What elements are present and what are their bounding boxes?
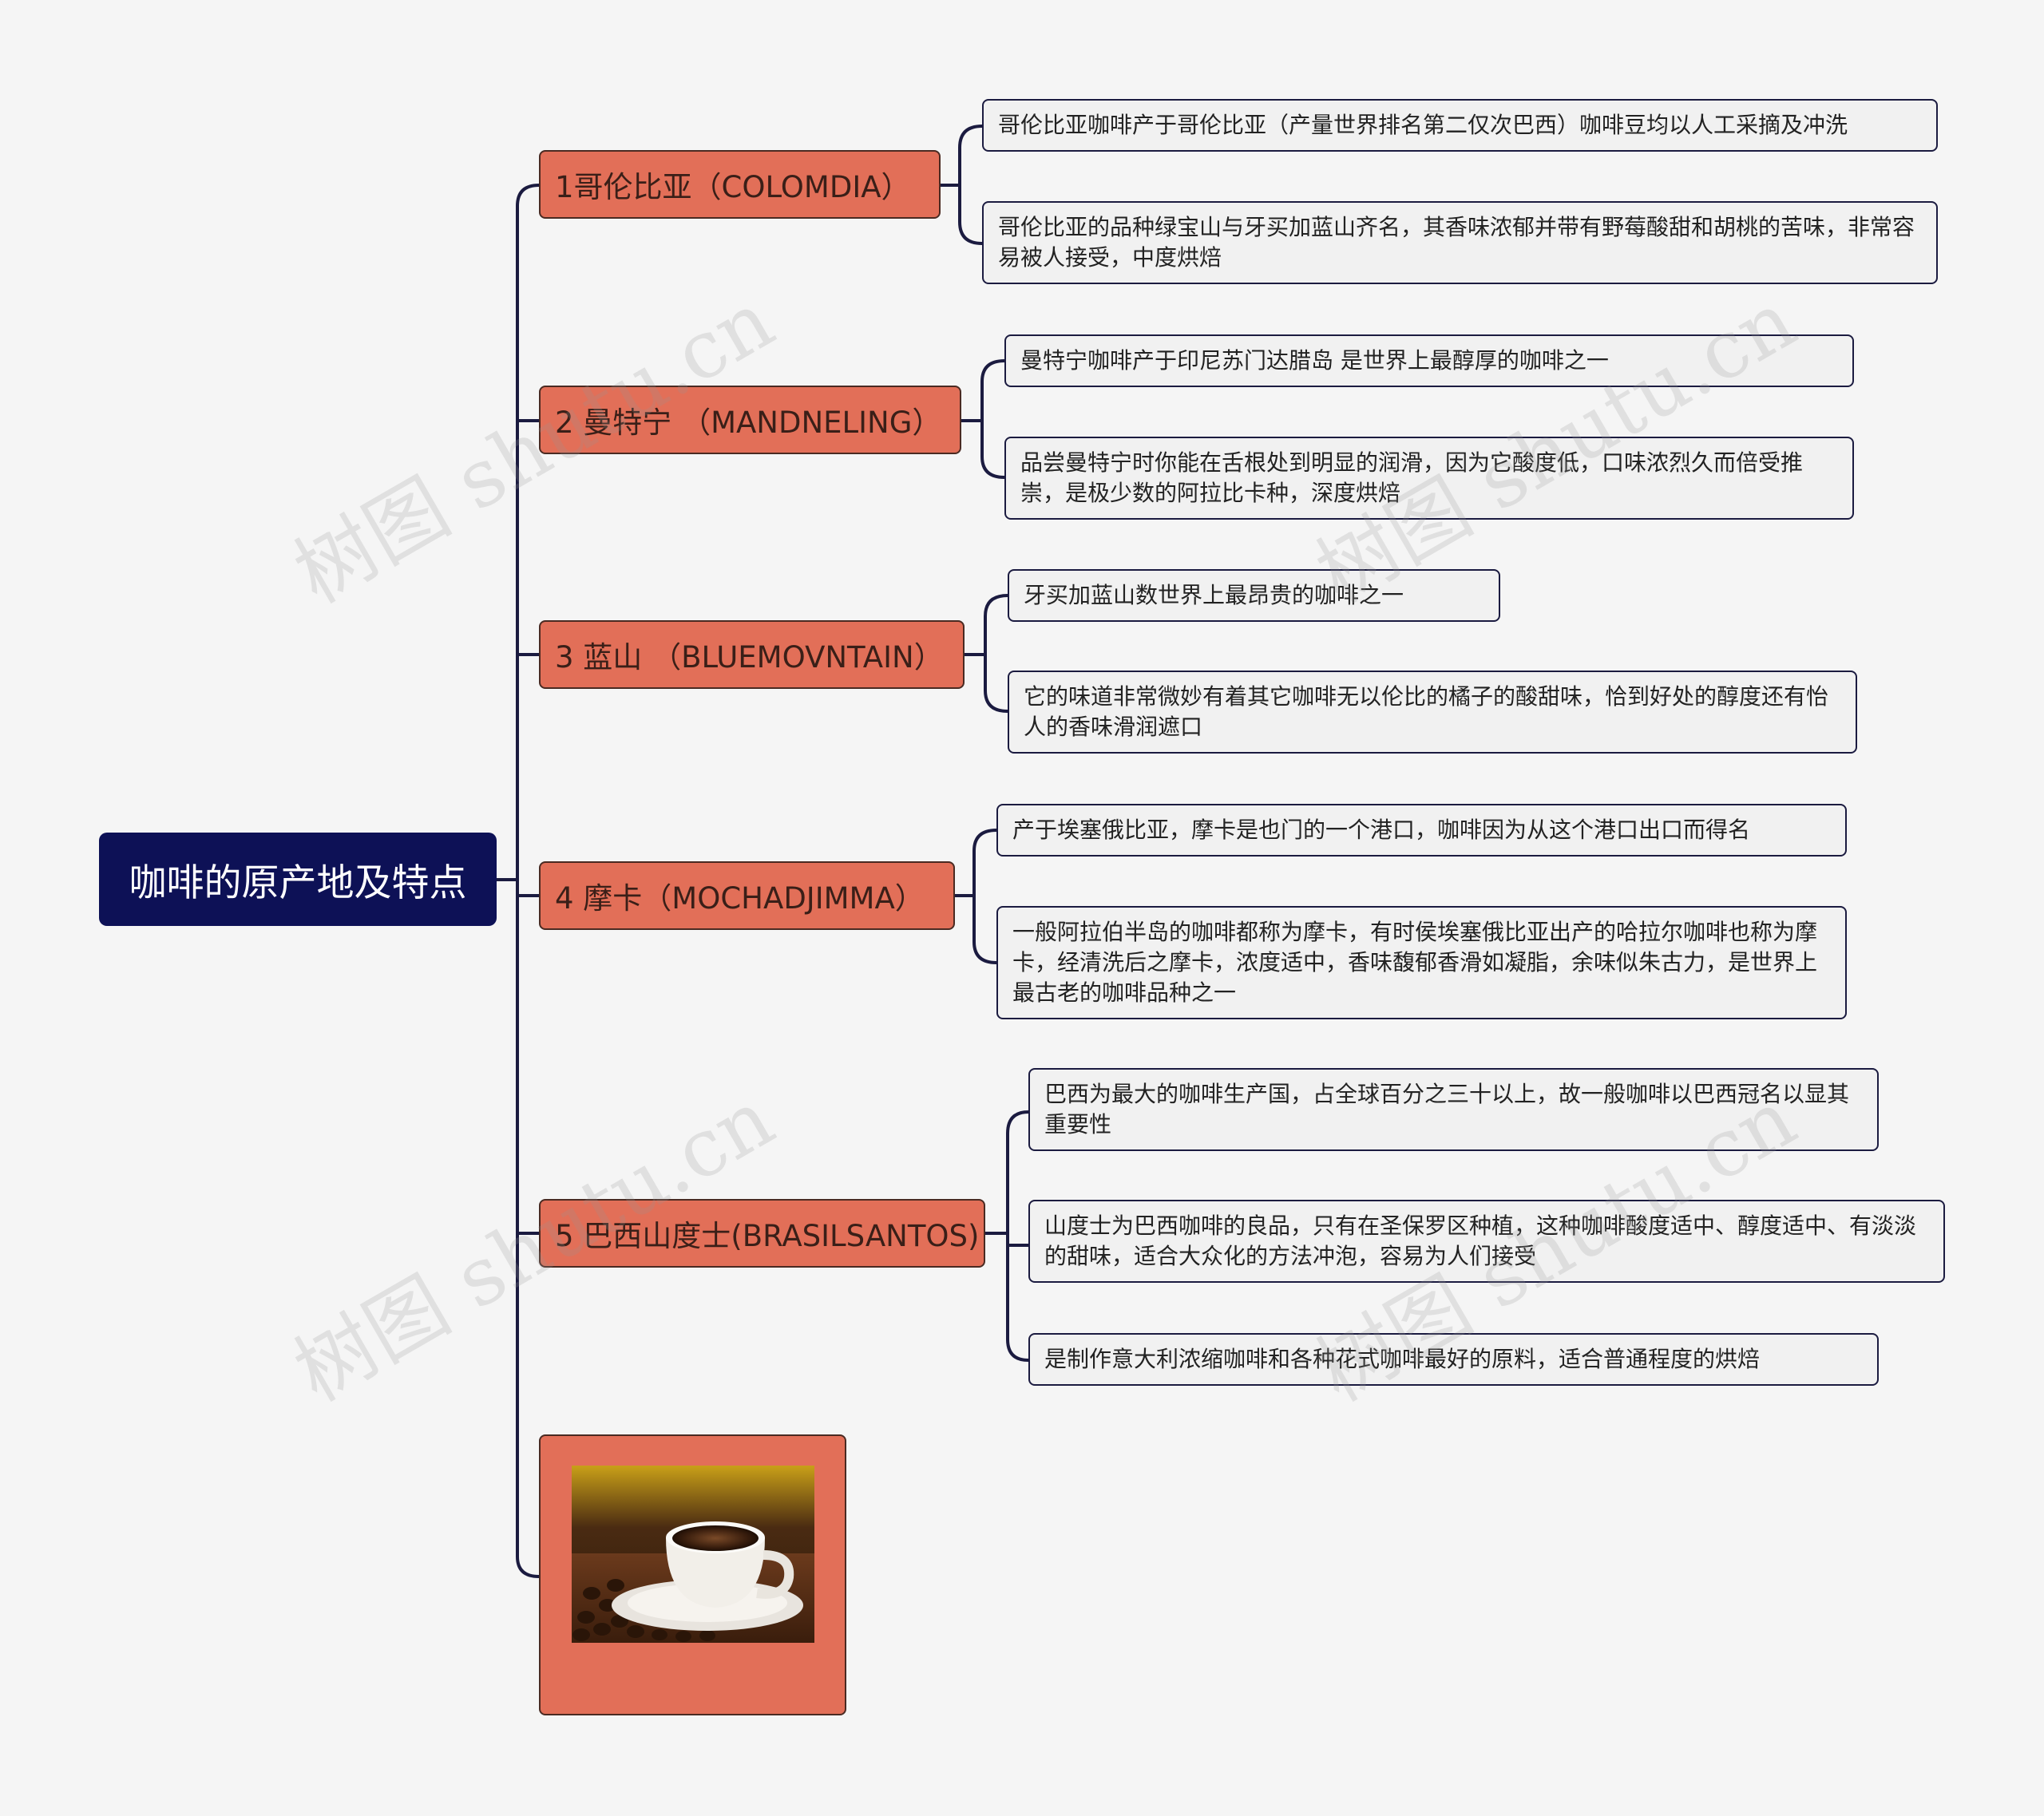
detail-text: 巴西为最大的咖啡生产国，占全球百分之三十以上，故一般咖啡以巴西冠名以显其重要性 — [1044, 1079, 1863, 1140]
branch-mandheling[interactable]: 2 曼特宁 （MANDNELING） — [539, 386, 961, 454]
branch-label: 1哥伦比亚（COLOMDIA） — [555, 163, 911, 206]
detail-colombia-flavor[interactable]: 哥伦比亚的品种绿宝山与牙买加蓝山齐名，其香味浓郁并带有野莓酸甜和胡桃的苦味，非常… — [982, 201, 1938, 284]
detail-brazil-usage[interactable]: 是制作意大利浓缩咖啡和各种花式咖啡最好的原料，适合普通程度的烘焙 — [1028, 1333, 1879, 1386]
detail-brazil-production[interactable]: 巴西为最大的咖啡生产国，占全球百分之三十以上，故一般咖啡以巴西冠名以显其重要性 — [1028, 1068, 1879, 1151]
root-node[interactable]: 咖啡的原产地及特点 — [99, 833, 497, 926]
branch-label: 4 摩卡（MOCHADJIMMA） — [555, 874, 925, 917]
branch-blue-mountain[interactable]: 3 蓝山 （BLUEMOVNTAIN） — [539, 620, 965, 689]
coffee-cup-image — [572, 1466, 814, 1643]
detail-text: 一般阿拉伯半岛的咖啡都称为摩卡，有时侯埃塞俄比亚出产的哈拉尔咖啡也称为摩卡，经清… — [1012, 917, 1831, 1008]
detail-text: 哥伦比亚咖啡产于哥伦比亚（产量世界排名第二仅次巴西）咖啡豆均以人工采摘及冲洗 — [998, 110, 1848, 140]
root-label: 咖啡的原产地及特点 — [129, 852, 467, 907]
detail-text: 哥伦比亚的品种绿宝山与牙买加蓝山齐名，其香味浓郁并带有野莓酸甜和胡桃的苦味，非常… — [998, 212, 1922, 273]
detail-colombia-origin[interactable]: 哥伦比亚咖啡产于哥伦比亚（产量世界排名第二仅次巴西）咖啡豆均以人工采摘及冲洗 — [982, 99, 1938, 152]
detail-text: 品尝曼特宁时你能在舌根处到明显的润滑，因为它酸度低，口味浓烈久而倍受推崇，是极少… — [1020, 448, 1838, 508]
detail-text: 是制作意大利浓缩咖啡和各种花式咖啡最好的原料，适合普通程度的烘焙 — [1044, 1344, 1760, 1375]
branch-mocha[interactable]: 4 摩卡（MOCHADJIMMA） — [539, 861, 955, 930]
branch-colombia[interactable]: 1哥伦比亚（COLOMDIA） — [539, 150, 941, 219]
detail-brazil-santos[interactable]: 山度士为巴西咖啡的良品，只有在圣保罗区种植，这种咖啡酸度适中、醇度适中、有淡淡的… — [1028, 1200, 1945, 1283]
detail-mandheling-origin[interactable]: 曼特宁咖啡产于印尼苏门达腊岛 是世界上最醇厚的咖啡之一 — [1004, 334, 1854, 387]
image-node[interactable] — [539, 1434, 846, 1715]
branch-label: 3 蓝山 （BLUEMOVNTAIN） — [555, 633, 944, 676]
detail-blue-mountain-price[interactable]: 牙买加蓝山数世界上最昂贵的咖啡之一 — [1008, 569, 1500, 622]
detail-mocha-flavor[interactable]: 一般阿拉伯半岛的咖啡都称为摩卡，有时侯埃塞俄比亚出产的哈拉尔咖啡也称为摩卡，经清… — [996, 906, 1847, 1019]
detail-text: 曼特宁咖啡产于印尼苏门达腊岛 是世界上最醇厚的咖啡之一 — [1020, 346, 1609, 376]
branch-label: 5 巴西山度士(BRASILSANTOS) — [555, 1212, 979, 1255]
detail-text: 产于埃塞俄比亚，摩卡是也门的一个港口，咖啡因为从这个港口出口而得名 — [1012, 815, 1750, 845]
detail-blue-mountain-flavor[interactable]: 它的味道非常微妙有着其它咖啡无以伦比的橘子的酸甜味，恰到好处的醇度还有怡人的香味… — [1008, 671, 1857, 754]
detail-text: 山度士为巴西咖啡的良品，只有在圣保罗区种植，这种咖啡酸度适中、醇度适中、有淡淡的… — [1044, 1211, 1929, 1272]
detail-text: 它的味道非常微妙有着其它咖啡无以伦比的橘子的酸甜味，恰到好处的醇度还有怡人的香味… — [1024, 682, 1841, 742]
detail-mandheling-flavor[interactable]: 品尝曼特宁时你能在舌根处到明显的润滑，因为它酸度低，口味浓烈久而倍受推崇，是极少… — [1004, 437, 1854, 520]
branch-brazil-santos[interactable]: 5 巴西山度士(BRASILSANTOS) — [539, 1199, 985, 1268]
branch-label: 2 曼特宁 （MANDNELING） — [555, 398, 941, 441]
detail-mocha-origin[interactable]: 产于埃塞俄比亚，摩卡是也门的一个港口，咖啡因为从这个港口出口而得名 — [996, 804, 1847, 857]
detail-text: 牙买加蓝山数世界上最昂贵的咖啡之一 — [1024, 580, 1404, 611]
